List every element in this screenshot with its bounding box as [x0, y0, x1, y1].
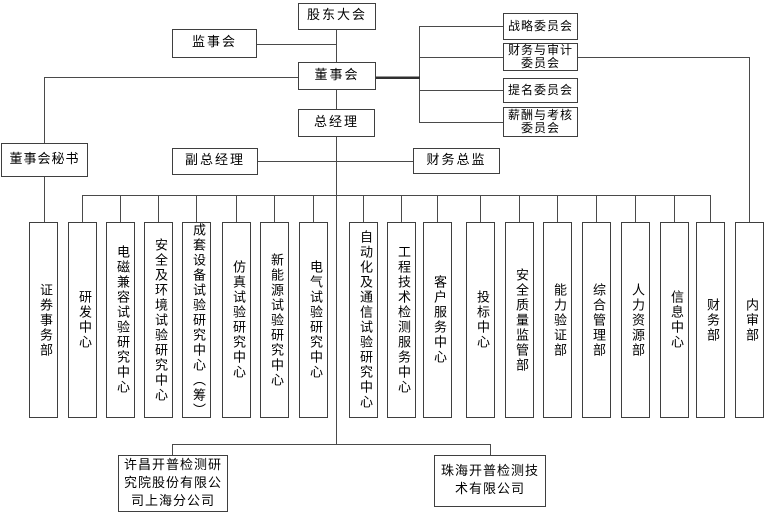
subsidiary-xuchang-line3: 司上海分公司	[130, 493, 215, 509]
dept-general-management: 综合管理部	[582, 222, 611, 418]
dept-rnd-center: 研发中心	[68, 222, 97, 418]
subsidiary-zhuhai-line1: 珠海开普检测技	[440, 464, 539, 479]
committee-remuneration-appraisal: 薪酬与考核 委员会	[503, 107, 578, 137]
dept-complete-equipment-test-research-center: 成套设备试验研究中心（筹）	[182, 222, 211, 418]
node-general-manager: 总经理	[298, 109, 375, 137]
dept-securities-affairs: 证券事务部	[29, 222, 58, 418]
committee-nomination-label: 提名委员会	[507, 83, 573, 97]
dept-automation-communication-test-research-center: 自动化及通信试验研究中心	[349, 222, 378, 418]
dept-emc-test-research-center: 电磁兼容试验研究中心	[106, 222, 135, 418]
dept-internal-audit: 内审部	[735, 222, 764, 418]
committee-nomination: 提名委员会	[503, 78, 578, 103]
node-finance-director: 财务总监	[413, 148, 500, 174]
node-board-secretary: 董事会秘书	[1, 143, 88, 177]
dept-bidding-center: 投标中心	[466, 222, 495, 418]
dept-customer-service-center: 客户服务中心	[423, 222, 452, 418]
subsidiary-zhuhai: 珠海开普检测技 术有限公司	[434, 455, 546, 507]
committee-finance-audit-line2: 委员会	[520, 56, 560, 70]
committee-finance-audit: 财务与审计 委员会	[503, 43, 578, 71]
dept-new-energy-test-research-center: 新能源试验研究中心	[260, 222, 289, 418]
dept-capability-verification: 能力验证部	[543, 222, 572, 418]
dept-information-center: 信息中心	[660, 222, 689, 418]
committee-strategy-label: 战略委员会	[507, 19, 573, 33]
node-supervisory-board: 监事会	[172, 29, 257, 58]
subsidiary-xuchang-line1: 许昌开普检测研	[123, 457, 222, 473]
committee-strategy: 战略委员会	[503, 13, 578, 40]
dept-human-resources: 人力资源部	[621, 222, 650, 418]
subsidiary-zhuhai-line2: 术有限公司	[454, 482, 525, 497]
dept-electrical-test-research-center: 电气试验研究中心	[299, 222, 328, 418]
dept-simulation-test-research-center: 仿真试验研究中心	[222, 222, 251, 418]
node-shareholders-meeting: 股东大会	[298, 3, 376, 30]
dept-finance: 财务部	[696, 222, 725, 418]
committee-remuneration-appraisal-line2: 委员会	[520, 121, 560, 135]
dept-safety-quality-supervision: 安全质量监管部	[505, 222, 534, 418]
dept-engineering-testing-service-center: 工程技术检测服务中心	[387, 222, 416, 418]
subsidiary-xuchang-shanghai-branch: 许昌开普检测研 究院股份有限公 司上海分公司	[118, 455, 228, 512]
node-deputy-general-manager: 副总经理	[172, 148, 258, 175]
subsidiary-xuchang-line2: 究院股份有限公	[123, 475, 222, 491]
node-board-of-directors: 董事会	[298, 62, 376, 90]
dept-safety-environment-test-research-center: 安全及环境试验研究中心	[144, 222, 173, 418]
committee-finance-audit-line1: 财务与审计	[507, 43, 573, 57]
committee-remuneration-appraisal-line1: 薪酬与考核	[507, 108, 573, 122]
